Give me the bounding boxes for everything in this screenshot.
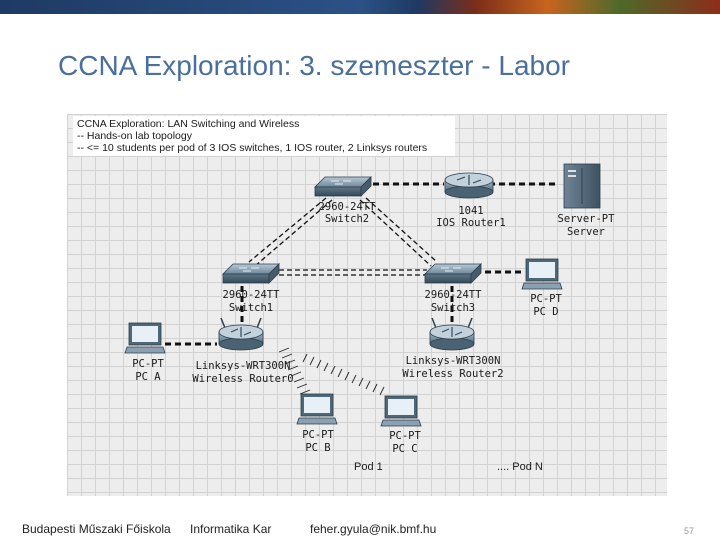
switch2-icon[interactable] — [314, 176, 372, 197]
link-switch2-switch1-a — [248, 197, 327, 263]
pc-c-name-label: PC C — [392, 443, 417, 455]
link-switch2-switch3-b — [359, 199, 432, 267]
wireless-link-wr0-pcc — [302, 353, 385, 396]
pc-b-name-label: PC B — [305, 442, 330, 454]
footer-department: Informatika Kar — [190, 522, 272, 536]
pc-d-icon[interactable] — [521, 258, 563, 290]
router1-name-label: IOS Router1 — [436, 217, 506, 229]
link-switch2-switch3-a — [365, 197, 438, 263]
server-model-label: Server-PT — [558, 213, 616, 225]
wireless-router0-icon[interactable] — [218, 317, 264, 351]
page-number: 57 — [683, 526, 694, 536]
switch2-name-label: Switch2 — [325, 213, 369, 225]
pc-d-name-label: PC D — [533, 306, 558, 318]
pod-n-label: .... Pod N — [497, 461, 543, 473]
switch1-model-label: 2960-24TT — [223, 289, 281, 301]
note-line-3: -- <= 10 students per pod of 3 IOS switc… — [77, 142, 428, 154]
link-switch2-switch1-b — [254, 199, 333, 267]
footer-email[interactable]: feher.gyula@nik.bmf.hu — [310, 522, 437, 536]
wireless-router2-name-label: Wireless Router2 — [402, 368, 503, 380]
topology-note: CCNA Exploration: LAN Switching and Wire… — [73, 116, 455, 156]
wireless-router2-model-label: Linksys-WRT300N — [406, 355, 501, 367]
server-name-label: Server — [567, 226, 605, 238]
wireless-router2-icon[interactable] — [429, 317, 475, 351]
switch3-name-label: Switch3 — [431, 302, 475, 314]
switch3-icon[interactable] — [424, 263, 482, 284]
pc-a-name-label: PC A — [135, 371, 161, 383]
top-banner — [0, 0, 720, 14]
wireless-router0-name-label: Wireless Router0 — [192, 373, 293, 385]
router1-model-label: 1041 — [458, 205, 483, 217]
pc-a-model-label: PC-PT — [132, 358, 164, 370]
router1-icon[interactable] — [444, 172, 494, 199]
server-icon[interactable] — [563, 163, 601, 209]
pc-a-icon[interactable] — [124, 322, 166, 354]
footer-school: Budapesti Műszaki Főiskola — [22, 522, 171, 536]
switch3-model-label: 2960-24TT — [425, 289, 483, 301]
note-line-2: -- Hands-on lab topology — [77, 130, 192, 142]
switch1-icon[interactable] — [222, 263, 280, 284]
pc-b-model-label: PC-PT — [302, 429, 334, 441]
pc-c-model-label: PC-PT — [389, 430, 421, 442]
topology-diagram: 2960-24TT Switch2 1041 IOS Router1 Serve… — [124, 163, 616, 473]
pc-b-icon[interactable] — [296, 393, 338, 425]
pc-d-model-label: PC-PT — [530, 293, 562, 305]
pod-1-label: Pod 1 — [354, 461, 383, 473]
network-links — [165, 182, 557, 346]
note-line-1: CCNA Exploration: LAN Switching and Wire… — [77, 118, 300, 130]
wireless-link-wr0-pcb — [278, 347, 311, 395]
topology-canvas: 2960-24TT Switch2 1041 IOS Router1 Serve… — [67, 114, 667, 496]
wireless-router0-model-label: Linksys-WRT300N — [196, 360, 291, 372]
switch1-name-label: Switch1 — [229, 302, 273, 314]
switch2-model-label: 2960-24TT — [319, 201, 377, 213]
pc-c-icon[interactable] — [380, 395, 422, 427]
slide-title: CCNA Exploration: 3. szemeszter - Labor — [58, 50, 570, 81]
